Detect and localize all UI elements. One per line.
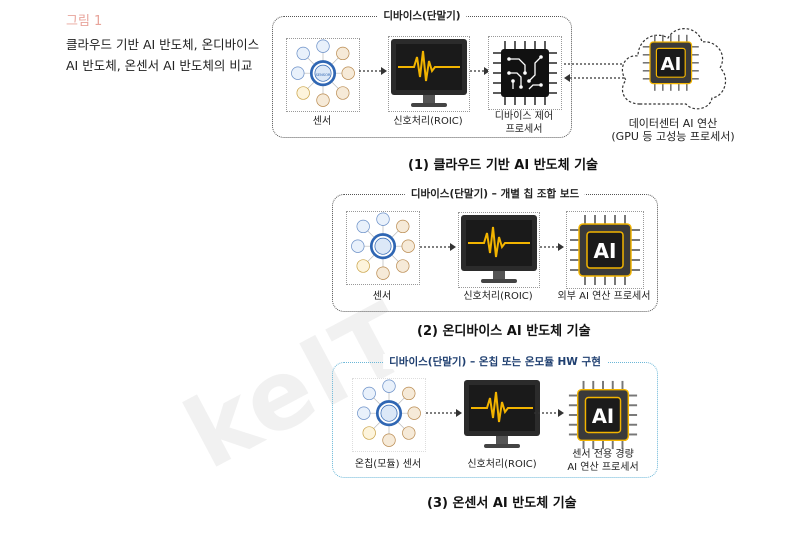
ai-processor-label: 외부 AI 연산 프로세서 [557, 291, 651, 302]
sensor-panel: SENSOR [286, 38, 360, 112]
cloud-line-1: 데이터센터 AI 연산 [628, 117, 718, 130]
sensor-label: 센서 [372, 291, 392, 302]
ai-line-2: AI 연산 프로세서 [567, 462, 639, 473]
sensor-hub-icon [350, 212, 416, 281]
arrow-right-icon [359, 67, 387, 75]
sensor-label: 온칩(모듈) 센서 [354, 459, 422, 470]
roic-label: 신호처리(ROIC) [467, 459, 537, 470]
cloud-line-2: (GPU 등 고성능 프로세서) [611, 130, 735, 143]
monitor-icon [390, 38, 468, 108]
sensor-panel [352, 378, 426, 452]
sensor-hub-icon [356, 379, 422, 448]
control-processor-label: 디바이스 제어 프로세서 [474, 110, 574, 136]
device-frame-title: 디바이스(단말기) [377, 8, 467, 23]
arrow-right-icon [540, 243, 564, 251]
device-frame-cloud: 디바이스(단말기) [272, 8, 572, 138]
cloud-icon: AI [621, 28, 727, 110]
ai-chip-icon: AI [567, 379, 639, 451]
roic-label: 신호처리(ROIC) [393, 116, 463, 127]
figure-label: 그림 1 [66, 14, 103, 29]
control-line-1: 디바이스 제어 [494, 111, 554, 122]
roic-label: 신호처리(ROIC) [463, 291, 533, 302]
arrow-right-icon [426, 409, 462, 417]
section-heading-ondevice: (2) 온디바이스 AI 반도체 기술 [417, 324, 591, 339]
arrow-right-icon [470, 67, 490, 75]
sensor-panel [346, 211, 420, 285]
caption-line-2: AI 반도체, 온센서 AI 반도체의 비교 [66, 58, 253, 73]
roic-panel [462, 378, 542, 452]
device-frame-title: 디바이스(단말기) – 온칩 또는 온모듈 HW 구현 [383, 354, 607, 369]
ai-processor-panel: AI [566, 378, 640, 452]
arrow-right-icon [534, 409, 564, 417]
caption-line-1: 클라우드 기반 AI 반도체, 온디바이스 [66, 37, 260, 52]
hub-text: SENSOR [316, 73, 331, 77]
control-line-2: 프로세서 [505, 124, 543, 135]
section-heading-cloud: (1) 클라우드 기반 AI 반도체 기술 [408, 158, 599, 173]
device-frame-title: 디바이스(단말기) – 개별 칩 조합 보드 [404, 186, 586, 201]
sensor-label: 센서 [312, 116, 332, 127]
section-heading-onsensor: (3) 온센서 AI 반도체 기술 [427, 496, 577, 511]
circuit-chip-icon [492, 40, 558, 106]
ai-processor-label: 센서 전용 경량 AI 연산 프로세서 [548, 448, 658, 474]
sensor-hub-icon: SENSOR [290, 39, 356, 108]
ai-chip-text: AI [592, 405, 614, 428]
roic-panel [388, 36, 470, 112]
figure-caption: 클라우드 기반 AI 반도체, 온디바이스 AI 반도체, 온센서 AI 반도체… [66, 34, 259, 76]
device-frame-onsensor: 디바이스(단말기) – 온칩 또는 온모듈 HW 구현 [332, 354, 658, 478]
cloud-chip-text: AI [661, 54, 682, 75]
ai-line-1: 센서 전용 경량 [572, 449, 634, 460]
monitor-icon [463, 379, 541, 449]
monitor-icon [460, 214, 538, 284]
ai-chip-icon: AI [569, 214, 641, 286]
control-processor-panel [488, 36, 562, 110]
ai-processor-panel: AI [566, 211, 644, 289]
device-frame-ondevice: 디바이스(단말기) – 개별 칩 조합 보드 [332, 186, 658, 312]
cloud-label: 데이터센터 AI 연산 (GPU 등 고성능 프로세서) [598, 117, 748, 143]
ai-chip-text: AI [594, 239, 617, 263]
arrow-right-icon [420, 243, 456, 251]
roic-panel [458, 212, 540, 288]
